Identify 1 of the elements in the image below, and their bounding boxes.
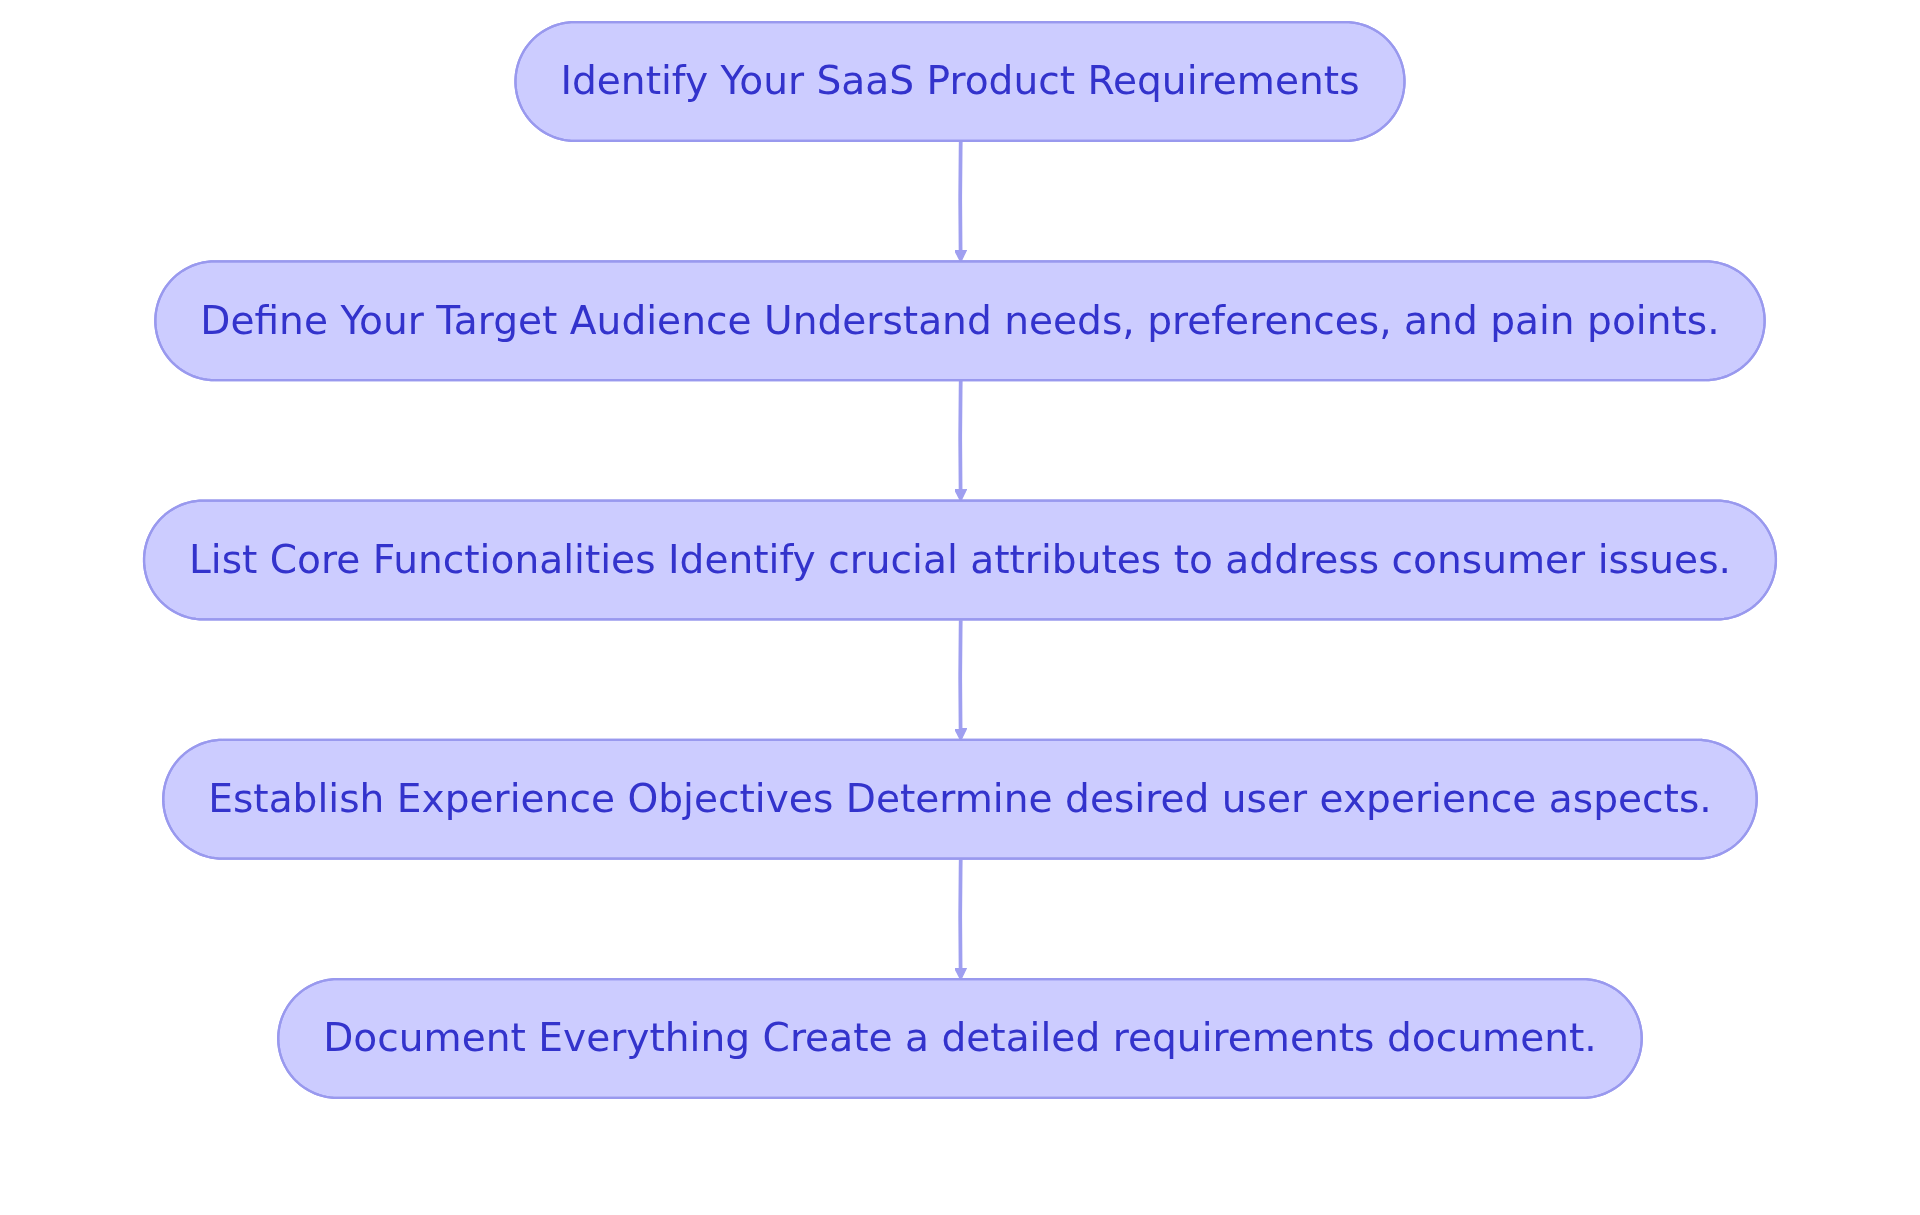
flowchart: Identify Your SaaS Product Requirements Define Your Target Audience Understand needs, preferences, and pain points. List Core Functionalities Identify crucial attributes to address consumer issues. Establish Experience Objectives Determine desired user experience aspects. Document Everything Create a detailed requirements document. [132, 10, 1788, 1110]
